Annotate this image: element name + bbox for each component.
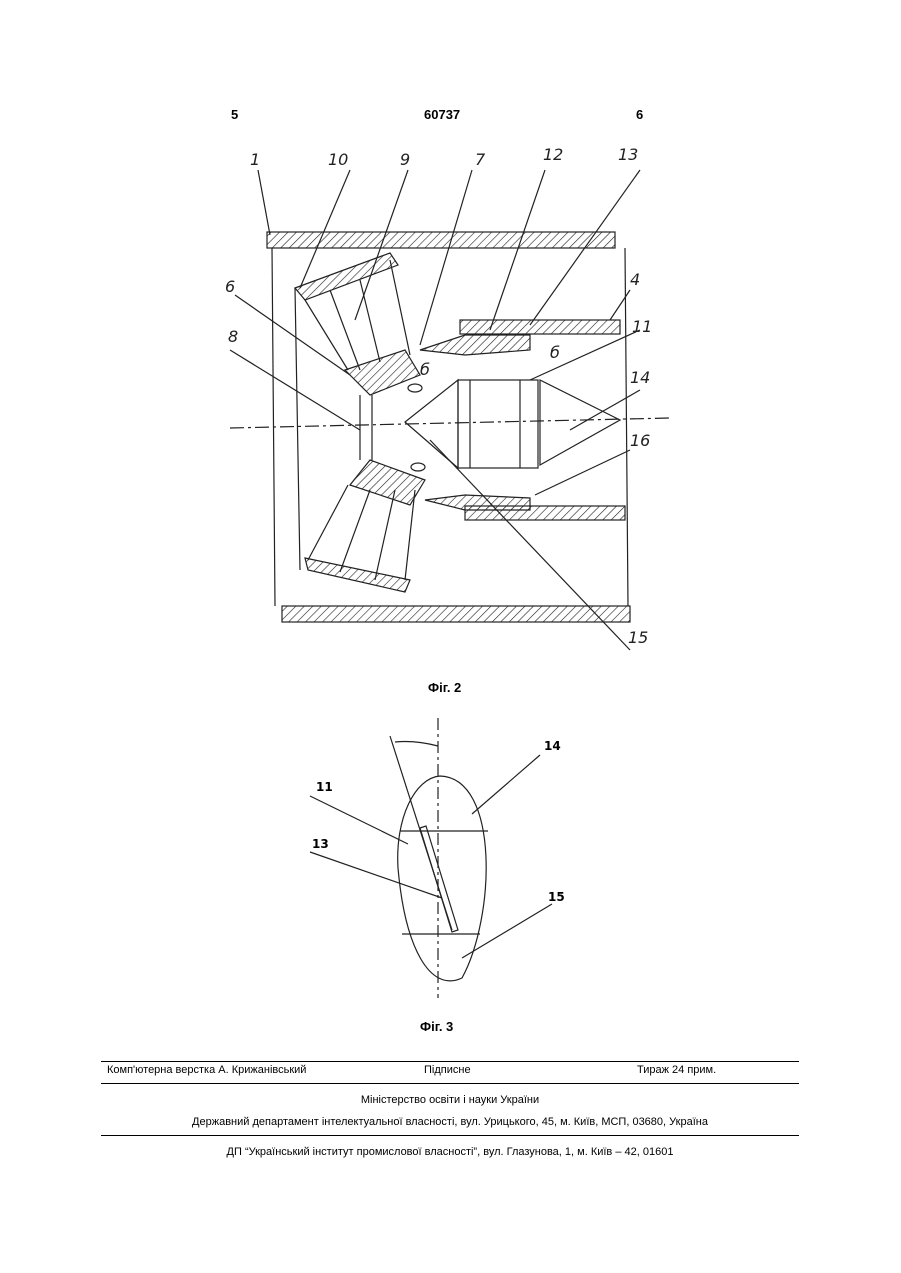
fig2-label-1: 1 [250, 150, 260, 169]
figure-2-caption: Фіг. 2 [428, 680, 461, 695]
figure-2-drawing: 1 10 9 7 12 13 4 6 8 11 б б 14 16 15 [210, 140, 680, 665]
footer-print-run: Тираж 24 прим. [637, 1064, 716, 1076]
footer-rule-middle [101, 1083, 799, 1084]
fig2-label-7: 7 [475, 150, 486, 169]
fig2-label-b-left: б [420, 360, 430, 379]
footer-department: Державний департамент інтелектуальної вл… [101, 1116, 799, 1128]
fig2-label-4: 4 [630, 270, 640, 289]
fig3-label-15: 15 [548, 890, 565, 904]
fig2-label-15: 15 [628, 628, 648, 647]
footer-institute: ДП “Український інститут промислової вла… [101, 1146, 799, 1158]
fig2-label-6: 6 [225, 277, 235, 296]
figure-3-caption: Фіг. 3 [420, 1019, 453, 1034]
patent-number: 60737 [424, 107, 460, 122]
fig3-label-13: 13 [312, 837, 329, 851]
page-number-right: 6 [636, 107, 643, 122]
fig2-label-14: 14 [630, 368, 650, 387]
footer-editor: Комп'ютерна верстка А. Крижанівський [107, 1064, 306, 1076]
fig2-label-10: 10 [328, 150, 348, 169]
fig2-label-16: 16 [630, 431, 650, 450]
fig3-label-11: 11 [316, 780, 333, 794]
fig2-label-13: 13 [618, 145, 638, 164]
fig2-label-11: 11 [632, 317, 652, 336]
footer-signed: Підписне [424, 1064, 471, 1076]
fig3-label-14: 14 [544, 739, 561, 753]
fig2-label-9: 9 [400, 150, 410, 169]
fig2-label-12: 12 [543, 145, 563, 164]
footer-ministry: Міністерство освіти і науки України [101, 1094, 799, 1106]
page-number-left: 5 [231, 107, 238, 122]
footer-rule-bottom [101, 1135, 799, 1136]
figure-3-drawing: 14 11 13 15 [290, 718, 610, 1003]
fig2-label-8: 8 [228, 327, 238, 346]
footer-rule-top [101, 1061, 799, 1062]
fig2-label-b-right: б [550, 343, 560, 362]
